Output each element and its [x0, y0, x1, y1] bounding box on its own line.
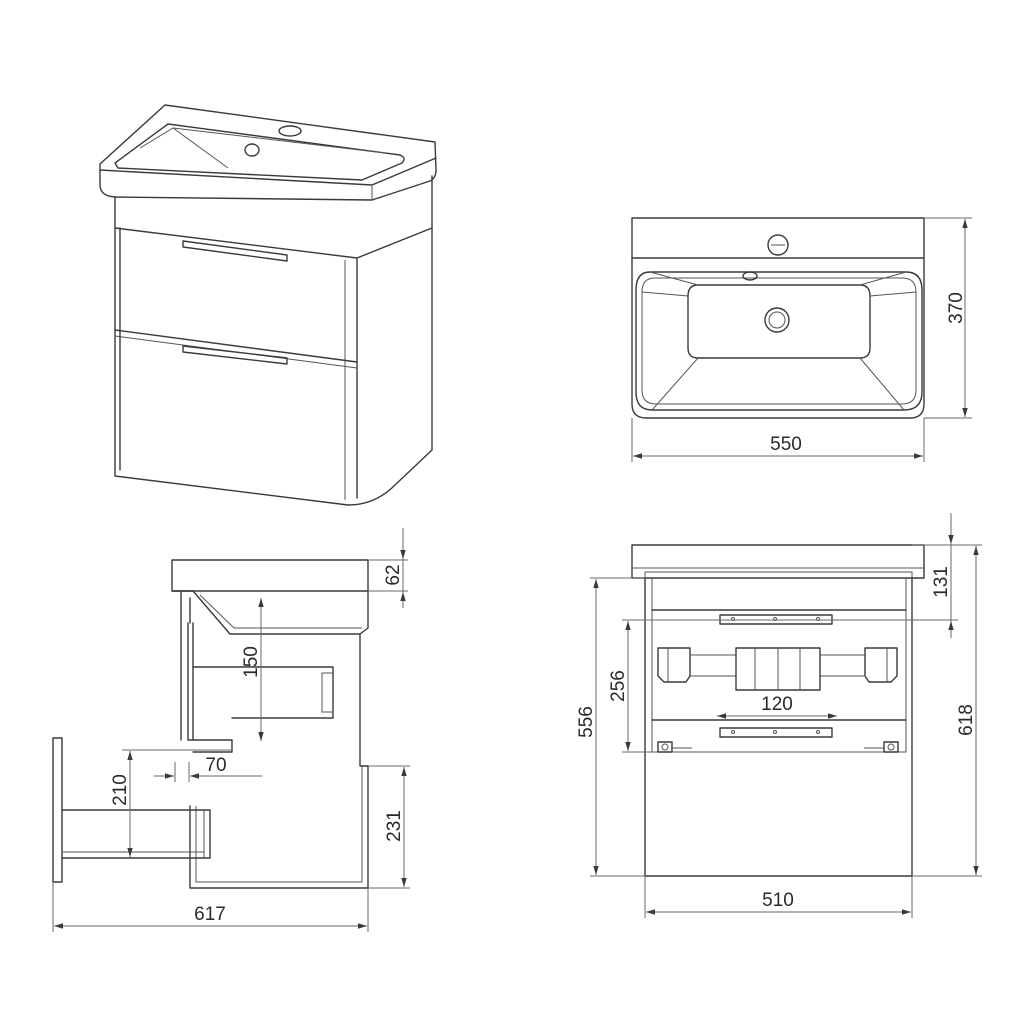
front-rail-spacing-label: 120 [761, 694, 793, 715]
side-drawer-height-label: 150 [241, 646, 262, 678]
front-total-height-label: 618 [956, 704, 977, 736]
side-pipe-height-label: 210 [110, 774, 131, 806]
top-width-label: 550 [770, 434, 802, 455]
side-siphon-offset-label: 70 [205, 755, 226, 776]
side-total-depth-label: 617 [194, 904, 226, 925]
front-top-height-label: 131 [931, 566, 952, 598]
front-view: 131 256 556 618 120 510 [576, 513, 982, 918]
top-view: 370 550 [631, 217, 972, 462]
isometric-view [99, 104, 437, 506]
front-drawer-height-label: 256 [608, 670, 629, 702]
side-sink-height-label: 62 [383, 564, 404, 585]
front-body-height-label: 556 [576, 706, 597, 738]
side-view: 62 150 70 210 231 617 [52, 528, 410, 932]
front-width-label: 510 [762, 890, 794, 911]
side-lower-height-label: 231 [384, 810, 405, 842]
top-depth-label: 370 [946, 292, 967, 324]
